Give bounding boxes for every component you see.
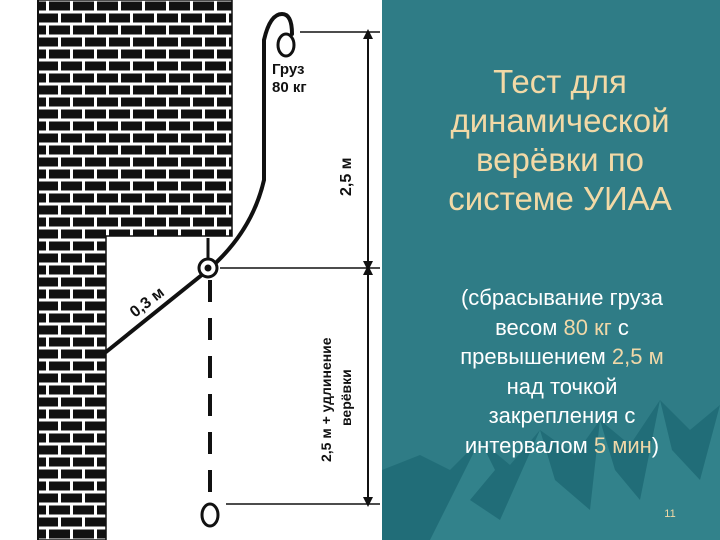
highlight-weight: 80 кг: [563, 314, 612, 340]
highlight-height: 2,5 м: [611, 344, 664, 369]
subtitle-text: (сбрасывание груза: [460, 285, 663, 310]
brick-wall: [37, 0, 233, 540]
subtitle-line: над точкой: [416, 372, 708, 402]
top-height-label: 2,5 м: [338, 157, 355, 196]
subtitle-line: интервалом 5 мин): [416, 431, 708, 461]
weight-bottom: [200, 502, 220, 528]
subtitle-line: весом 80 кг с: [416, 313, 708, 343]
subtitle-text: ): [651, 432, 660, 458]
bottom-label-line2: верёвки: [338, 369, 354, 426]
offset-label: 0,3 м: [127, 284, 168, 321]
subtitle-line: превышением 2,5 м: [416, 342, 708, 372]
rope: [104, 11, 294, 354]
diagram-panel: Груз 80 кг 2,5 м 0,3 м 2,5 м + удлинение…: [0, 0, 382, 540]
weight-label-line1: Груз: [272, 61, 305, 78]
rope-test-diagram: Груз 80 кг 2,5 м 0,3 м 2,5 м + удлинение…: [37, 0, 380, 540]
subtitle-text: закрепления с: [488, 403, 636, 428]
weight-top: [276, 32, 296, 58]
subtitle-line: (сбрасывание груза: [416, 283, 708, 313]
subtitle-text: над точкой: [506, 373, 618, 399]
slide-title: Тест для динамической верёвки по системе…: [410, 62, 710, 218]
title-line: динамической: [450, 102, 670, 139]
subtitle-text: интервалом: [464, 432, 594, 458]
subtitle-text: весом: [495, 314, 564, 340]
title-line: системе УИАА: [448, 180, 672, 217]
weight-label-line2: 80 кг: [272, 79, 307, 96]
mountain-highlight: [430, 400, 720, 540]
subtitle-line: закрепления с: [416, 401, 708, 431]
highlight-interval: 5 мин: [593, 432, 652, 458]
subtitle-text: превышением: [460, 344, 612, 369]
slide-subtitle: (сбрасывание груза весом 80 кг с превыше…: [416, 283, 708, 460]
slide-number: 11: [664, 508, 676, 520]
bottom-label-line1: 2,5 м + удлинение: [318, 337, 334, 462]
title-line: верёвки по: [475, 141, 644, 178]
subtitle-text: с: [611, 314, 629, 340]
anchor-carabiner-inner: [204, 264, 212, 272]
title-line: Тест для: [493, 63, 627, 100]
